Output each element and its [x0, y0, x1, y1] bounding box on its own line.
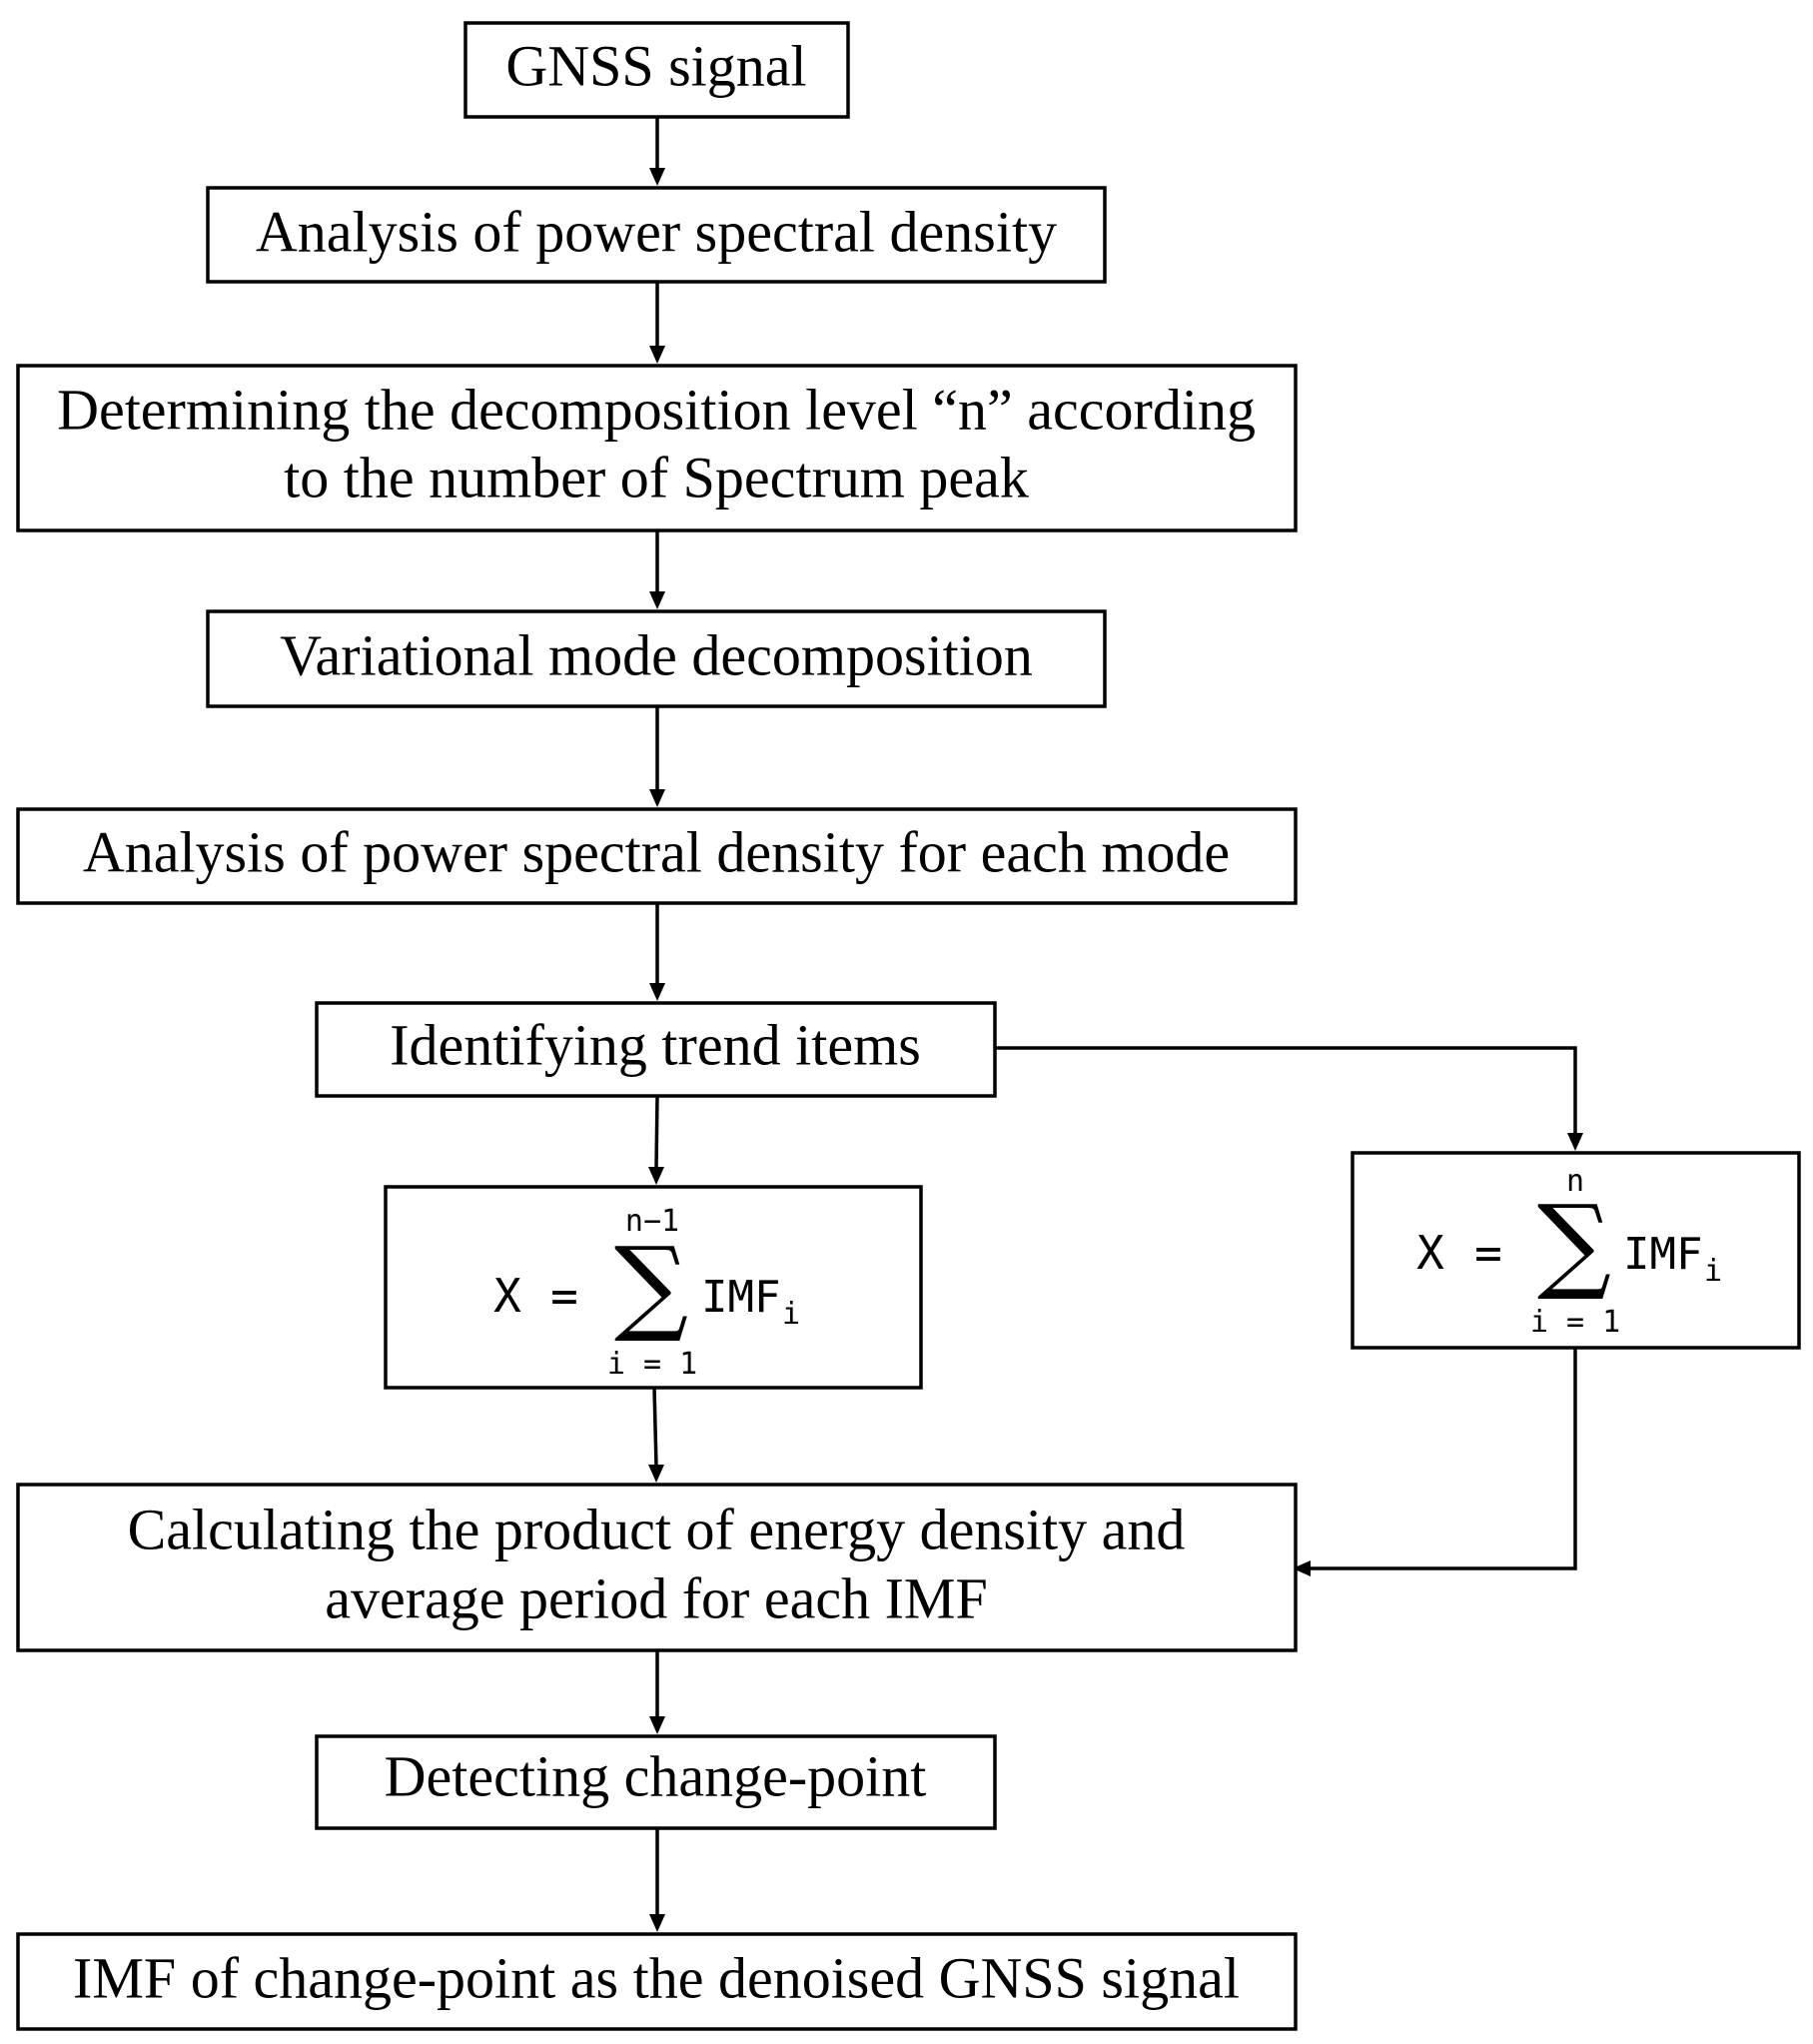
- node-psd-each-mode-label: Analysis of power spectral density for e…: [83, 819, 1230, 884]
- node-change-point-label: Detecting change-point: [385, 1743, 927, 1808]
- sum-right-term: IMF: [1623, 1229, 1702, 1280]
- node-decomposition-level-line1: Determining the decomposition level “n” …: [57, 377, 1256, 442]
- connectors: [648, 117, 1583, 1932]
- node-decomposition-level-line2: to the number of Spectrum peak: [284, 445, 1029, 510]
- node-decomposition-level-box: [16, 364, 1298, 532]
- node-decomposition-level: Determining the decomposition level “n” …: [16, 364, 1298, 532]
- node-psd-analysis-box: [206, 186, 1107, 284]
- arrow-trend-to-sum-left: [648, 1095, 664, 1185]
- node-output-box: [16, 1932, 1298, 2031]
- node-trend-items-box: [315, 1001, 997, 1098]
- node-energy-product: Calculating the product of energy densit…: [16, 1483, 1298, 1652]
- arrow-vmd-to-mode-psd: [649, 706, 665, 807]
- sum-right-subscript: i: [1704, 1254, 1722, 1289]
- arrow-mode-psd-to-trend: [649, 903, 665, 1001]
- node-vmd-label: Variational mode decomposition: [280, 622, 1033, 687]
- sum-right-equals: =: [1474, 1226, 1502, 1280]
- sum-right-lhs: X: [1416, 1226, 1444, 1280]
- node-sum-left-box: [384, 1185, 923, 1390]
- node-energy-product-box: [16, 1483, 1298, 1652]
- node-gnss-signal-label: GNSS signal: [505, 33, 806, 98]
- node-energy-product-line2: average period for each IMF: [325, 1565, 987, 1630]
- sum-right-lower-limit: i = 1: [1530, 1305, 1620, 1340]
- sum-right-sigma: ∑: [1537, 1182, 1611, 1304]
- sum-left-term: IMF: [701, 1272, 780, 1323]
- node-change-point: Detecting change-point: [315, 1734, 997, 1830]
- node-energy-product-line1: Calculating the product of energy densit…: [128, 1497, 1186, 1561]
- sum-left-lhs: X: [493, 1269, 521, 1323]
- sum-left-sigma: ∑: [614, 1224, 688, 1346]
- node-trend-items-label: Identifying trend items: [390, 1012, 921, 1077]
- sum-left-subscript: i: [782, 1297, 800, 1332]
- arrow-level-to-vmd: [649, 530, 665, 609]
- sum-left-equals: =: [550, 1269, 578, 1323]
- node-psd-each-mode: Analysis of power spectral density for e…: [16, 807, 1298, 905]
- node-gnss-signal-box: [463, 21, 850, 119]
- node-sum-left: X = n−1 ∑ i = 1 IMF i: [384, 1185, 923, 1390]
- arrow-psd-to-level: [649, 282, 665, 364]
- node-sum-right: X = n ∑ i = 1 IMF i: [1351, 1151, 1801, 1350]
- arrow-trend-to-sum-right: [995, 1046, 1583, 1151]
- sum-right-upper-limit: n: [1566, 1164, 1584, 1199]
- arrow-change-point-to-output: [649, 1828, 665, 1932]
- node-output: IMF of change-point as the denoised GNSS…: [16, 1932, 1298, 2031]
- node-sum-right-box: [1351, 1151, 1801, 1350]
- node-psd-each-mode-box: [16, 807, 1298, 905]
- node-trend-items: Identifying trend items: [315, 1001, 997, 1098]
- node-output-label: IMF of change-point as the denoised GNSS…: [73, 1945, 1240, 2010]
- arrow-energy-to-change-point: [649, 1650, 665, 1734]
- sum-left-lower-limit: i = 1: [607, 1347, 697, 1382]
- node-vmd: Variational mode decomposition: [206, 609, 1107, 708]
- arrow-sum-right-to-energy: [1293, 1348, 1577, 1576]
- arrow-sum-left-to-energy: [648, 1387, 664, 1483]
- node-psd-analysis: Analysis of power spectral density: [206, 186, 1107, 284]
- node-vmd-box: [206, 609, 1107, 708]
- arrow-gnss-to-psd: [649, 117, 665, 186]
- node-gnss-signal: GNSS signal: [463, 21, 850, 119]
- node-change-point-box: [315, 1734, 997, 1830]
- node-psd-analysis-label: Analysis of power spectral density: [256, 199, 1057, 264]
- sum-left-upper-limit: n−1: [625, 1204, 679, 1239]
